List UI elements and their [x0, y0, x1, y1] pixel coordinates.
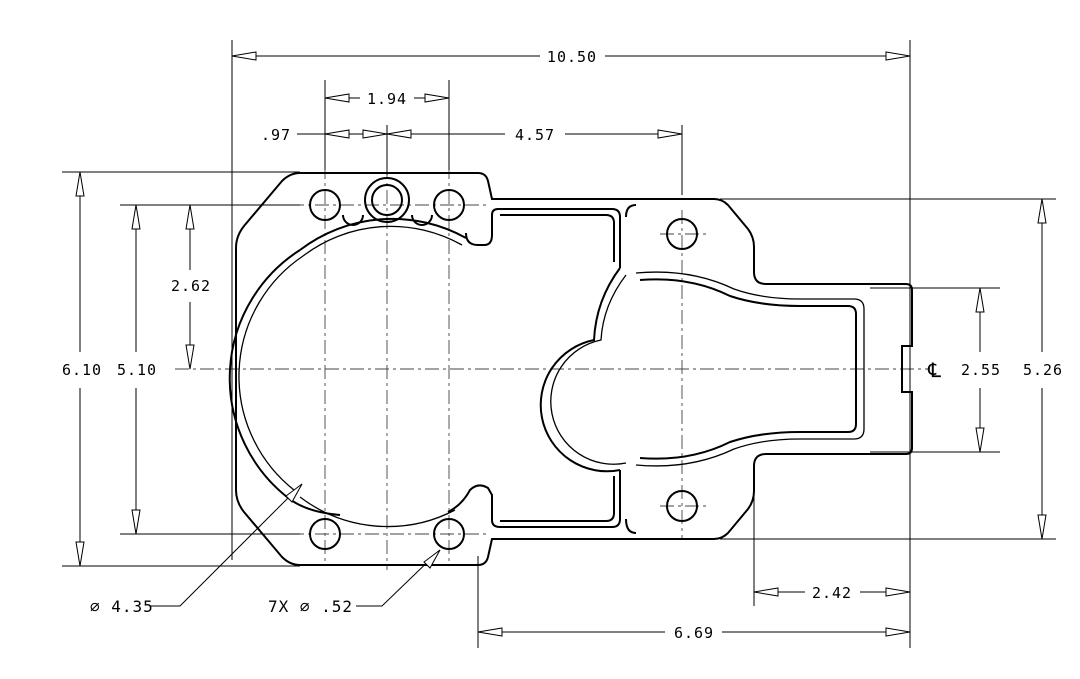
dim-right-height: 5.26	[1023, 361, 1063, 379]
hole-right-top	[666, 218, 698, 250]
part-outline	[235, 172, 913, 566]
leaders	[150, 483, 441, 607]
dim-overall-height: 6.10	[62, 361, 102, 379]
dim-hole-pattern-height: 5.10	[117, 361, 157, 379]
dim-tab-length: 2.42	[812, 584, 852, 602]
extension-lines	[62, 40, 1056, 648]
centerline-symbol: ℄	[927, 358, 942, 382]
hole-top-center	[371, 184, 403, 216]
dim-overall-length: 10.50	[547, 48, 597, 66]
dim-half-pattern-height: 2.62	[171, 277, 211, 295]
dim-body-to-end: 6.69	[674, 624, 714, 642]
callout-hole-diameter: 7X ∅ .52	[268, 597, 353, 616]
hole-top-center-boss	[364, 177, 410, 223]
dim-tab-width: 2.55	[961, 361, 1001, 379]
hole-top-left	[309, 189, 341, 221]
hole-bottom-right	[433, 518, 465, 550]
dimension-lines	[75, 51, 1047, 637]
dim-hole-offset-small: .97	[261, 126, 291, 144]
callout-bore-diameter: ∅ 4.35	[90, 597, 154, 616]
hole-top-right	[433, 189, 465, 221]
main-bore	[228, 208, 621, 528]
hole-right-bottom	[666, 490, 698, 522]
dim-hole-pitch-top: 1.94	[367, 90, 407, 108]
dimension-texts: 10.50 1.94 .97 4.57 6.10 5.10 2.62 ℄ 2.5…	[62, 48, 1063, 642]
right-pocket	[500, 204, 865, 534]
hole-bottom-left	[309, 518, 341, 550]
mounting-holes	[309, 177, 698, 550]
dim-hole-to-mount: 4.57	[515, 126, 555, 144]
